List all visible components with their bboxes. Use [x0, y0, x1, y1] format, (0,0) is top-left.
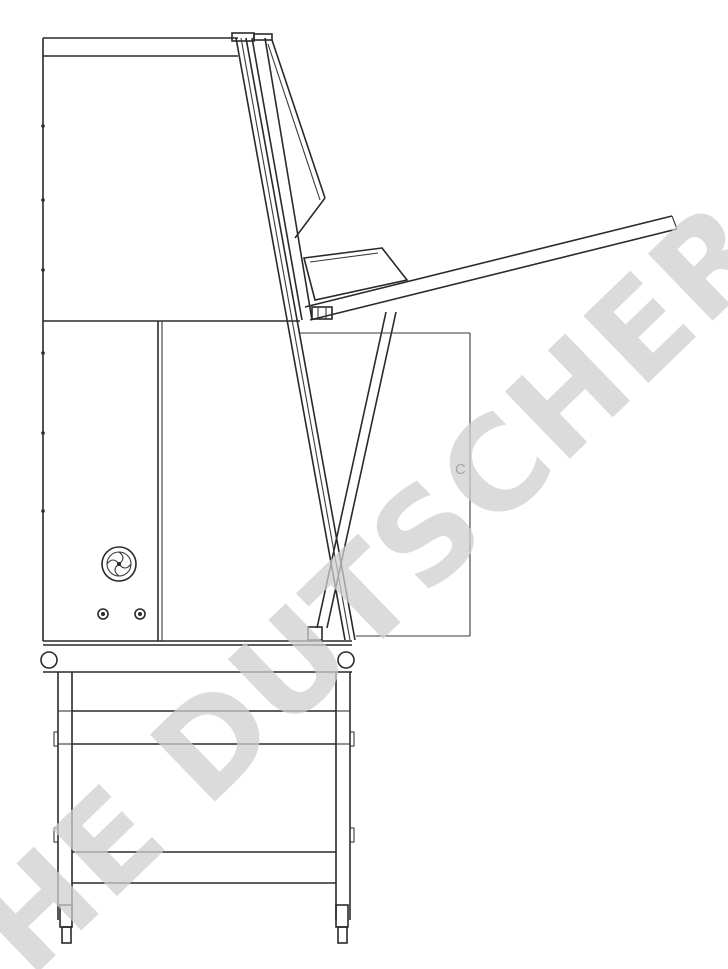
work-rail: [40, 644, 355, 673]
strut-support: [307, 311, 397, 641]
control-knobs: [97, 608, 146, 620]
dimension-label: C: [455, 461, 466, 478]
lamp-housing: [302, 247, 409, 301]
stand: [53, 672, 355, 920]
dimension-c: C: [300, 332, 471, 637]
fan-vent-icon: [101, 546, 137, 582]
open-arm: [304, 215, 678, 321]
front-frame: [231, 32, 356, 641]
back-wall-hinges: [41, 124, 45, 513]
cabinet-body: [42, 37, 352, 642]
feet: [59, 904, 349, 944]
